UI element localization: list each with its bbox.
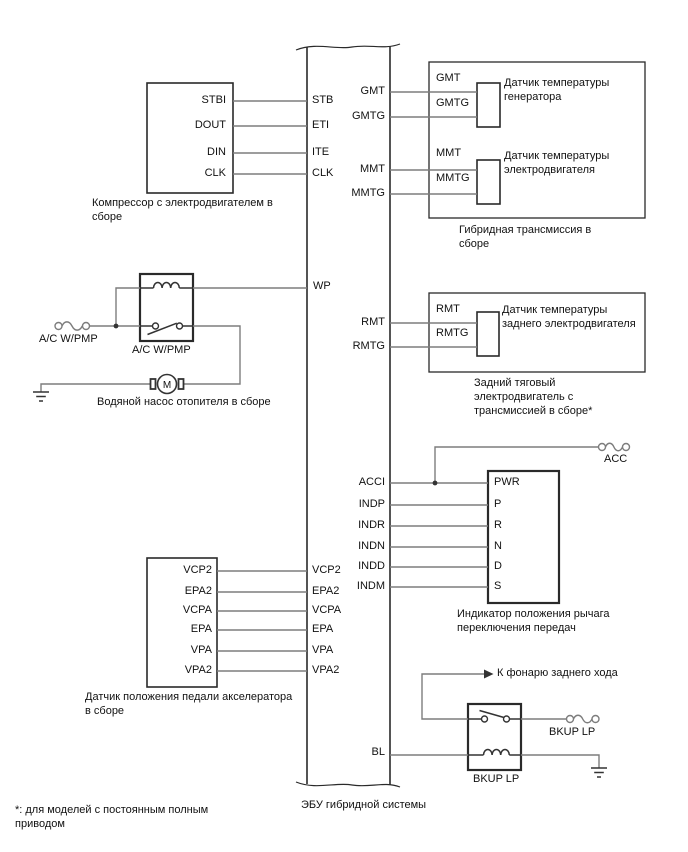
generator-temp-sensor-box <box>476 82 501 128</box>
ecu-pin-rmtg: RMTG <box>352 340 385 352</box>
wire-acc-branch <box>434 446 599 483</box>
ac-relay-coil-icon <box>140 281 193 289</box>
footnote: *: для моделей с постоянным полным приво… <box>15 804 209 830</box>
transmission-pin-gmtg: GMTG <box>436 97 469 109</box>
motor-temp-sensor-label: Датчик температуры электродвигателя <box>504 150 610 176</box>
motor-letter: M <box>163 380 171 391</box>
ecu-pin-indn: INDN <box>358 540 385 552</box>
rear-temp-sensor-label: Датчик температуры заднего электродвигат… <box>502 304 636 330</box>
ac-pump-relay-box <box>138 272 195 343</box>
wire-relay-to-pump <box>183 325 241 385</box>
water-pump-label: Водяной насос отопителя в сборе <box>97 396 271 408</box>
ecu-pin-vpa2: VPA2 <box>312 664 340 676</box>
indicator-pin-p: P <box>494 498 502 510</box>
ecu-pin-acci: ACCI <box>358 476 385 488</box>
ecu-pin-eti: ETI <box>312 119 330 131</box>
compressor-pin-stbi: STBI <box>201 94 226 106</box>
ecu-bus-top-tear <box>295 43 401 51</box>
compressor-pin-dout: DOUT <box>194 119 226 131</box>
backup-relay-coil-icon <box>468 748 521 756</box>
ecu-pin-stb: STB <box>312 94 334 106</box>
rear-motor-box <box>428 292 646 373</box>
backup-relay-box <box>466 702 523 772</box>
ecu-pin-indp: INDP <box>358 498 385 510</box>
ground-icon-left <box>33 391 49 402</box>
indicator-pin-d: D <box>494 560 502 572</box>
ecu-pin-epa2: EPA2 <box>312 585 340 597</box>
pedal-sensor-box <box>146 557 218 688</box>
backup-relay-label: BKUP LP <box>473 773 520 785</box>
wire-backup-coil-to-ground <box>521 754 600 768</box>
ecu-pin-mmt: MMT <box>359 163 385 175</box>
ac-relay-switch-icon <box>140 322 193 336</box>
ecu-pin-mmtg: MMTG <box>351 187 385 199</box>
wire-pump-to-ground <box>40 383 151 392</box>
pump-motor-icon: M <box>149 373 185 395</box>
ac-pump-fuse-icon <box>54 321 91 331</box>
ecu-pin-wp: WP <box>313 280 331 292</box>
transmission-pin-mmtg: MMTG <box>436 172 470 184</box>
ac-pump-relay-label: A/C W/PMP <box>132 344 191 356</box>
ecu-pin-gmt: GMT <box>360 85 385 97</box>
ecu-pin-indr: INDR <box>358 519 385 531</box>
arrow-icon <box>484 669 494 679</box>
transmission-label: Гибридная трансмиссия в сборе <box>459 224 592 250</box>
wire-relay-coil-branch <box>115 287 140 326</box>
wiring <box>40 91 600 768</box>
pedal-pin-epa2: EPA2 <box>184 585 212 597</box>
junction-dot-acc <box>432 480 438 486</box>
rear-pin-rmtg: RMTG <box>436 327 469 339</box>
ecu-pin-indm: INDM <box>356 580 385 592</box>
wire-backup-lamp <box>421 673 485 720</box>
rear-pin-rmt: RMT <box>436 303 460 315</box>
ecu-bus <box>295 43 401 788</box>
transmission-pin-gmt: GMT <box>436 72 461 84</box>
backup-fuse-icon <box>565 714 600 724</box>
pedal-pin-vcp2: VCP2 <box>183 564 212 576</box>
backup-relay-switch-icon <box>468 709 521 723</box>
acc-fuse-label: ACC <box>604 453 628 465</box>
ecu-pin-indd: INDD <box>358 560 385 572</box>
pedal-pin-epa: EPA <box>190 623 212 635</box>
indicator-pin-r: R <box>494 519 502 531</box>
ground-icon-right <box>591 767 607 778</box>
acc-fuse-icon <box>597 442 631 452</box>
ecu-pin-vpa: VPA <box>312 644 334 656</box>
rear-motor-label: Задний тяговый электродвигатель с трансм… <box>474 377 593 417</box>
ecu-pin-clk: CLK <box>312 167 334 179</box>
transmission-pin-mmt: MMT <box>436 147 462 159</box>
ac-pump-fuse-label: A/C W/PMP <box>39 333 98 345</box>
shift-indicator-box <box>486 469 561 605</box>
component-boxes <box>138 61 646 772</box>
generator-temp-sensor-label: Датчик температуры генератора <box>504 77 610 103</box>
ecu-pin-gmtg: GMTG <box>352 110 385 122</box>
pedal-sensor-label: Датчик положения педали акселератора в с… <box>85 691 293 717</box>
indicator-pin-n: N <box>494 540 502 552</box>
pedal-pin-vpa2: VPA2 <box>184 664 212 676</box>
compressor-label: Компрессор с электродвигателем в сборе <box>92 197 273 223</box>
ecu-pin-vcpa: VCPA <box>312 604 342 616</box>
pedal-pin-vpa: VPA <box>190 644 212 656</box>
transmission-box <box>428 61 646 219</box>
ecu-bus-bottom-tear <box>295 781 401 788</box>
ecu-pin-ite: ITE <box>312 146 330 158</box>
compressor-pin-clk: CLK <box>204 167 226 179</box>
backup-arrow-label: К фонарю заднего хода <box>497 667 618 679</box>
ecu-label: ЭБУ гибридной системы <box>301 799 427 811</box>
backup-fuse-label: BKUP LP <box>549 726 596 738</box>
ecu-pin-epa: EPA <box>312 623 334 635</box>
indicator-pin-s: S <box>494 580 502 592</box>
junction-dot-ac <box>113 323 119 329</box>
compressor-box <box>146 82 234 194</box>
ecu-pin-vcp2: VCP2 <box>312 564 341 576</box>
ecu-pin-bl: BL <box>371 746 385 758</box>
motor-temp-sensor-box <box>476 159 501 205</box>
indicator-pin-pwr: PWR <box>494 476 520 488</box>
pedal-pin-vcpa: VCPA <box>182 604 212 616</box>
indicator-label: Индикатор положения рычага переключения … <box>457 608 610 634</box>
compressor-pin-din: DIN <box>207 146 226 158</box>
ecu-pin-rmt: RMT <box>361 316 385 328</box>
rear-temp-sensor-box <box>476 311 500 357</box>
